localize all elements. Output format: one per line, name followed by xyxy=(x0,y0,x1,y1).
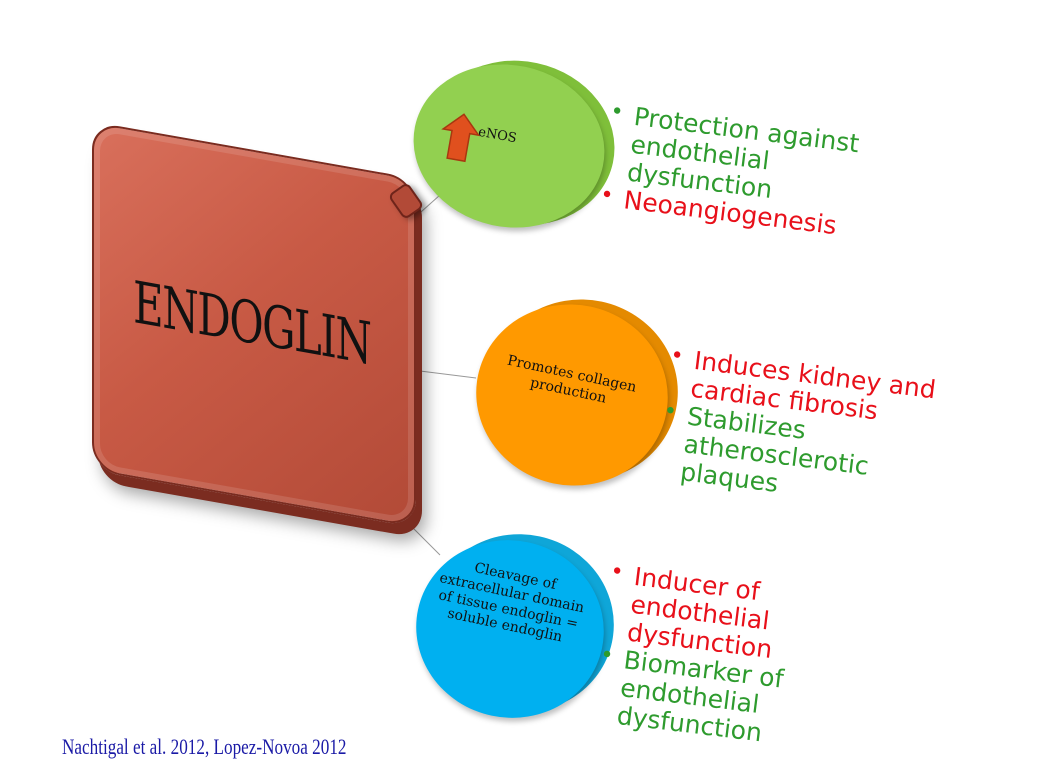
citation: Nachtigal et al. 2012, Lopez-Novoa 2012 xyxy=(62,734,347,759)
cleavage-effects-list: •Inducer of endothelial dysfunction •Bio… xyxy=(592,559,871,758)
up-arrow-icon xyxy=(441,113,481,163)
endoglin-label: ENDOGLIN xyxy=(133,267,371,378)
connector-enos xyxy=(411,194,441,221)
connector-collagen xyxy=(411,369,477,379)
connector-cleavage xyxy=(399,514,441,556)
